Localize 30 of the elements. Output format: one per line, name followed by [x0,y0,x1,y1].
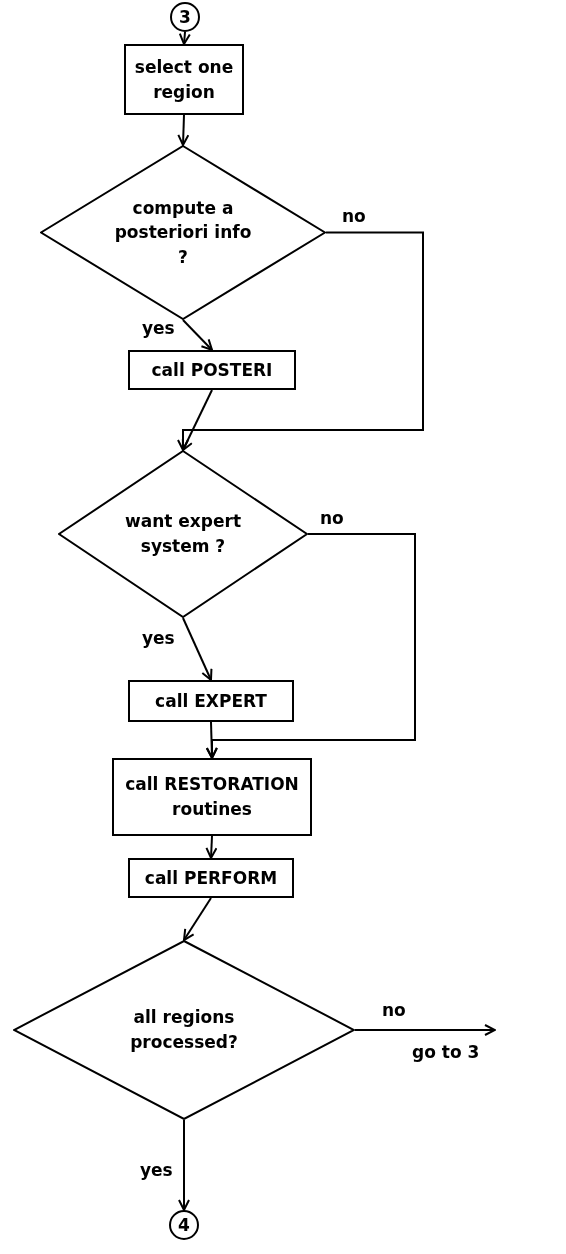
arrow [181,389,213,451]
decision-diamond [40,145,326,320]
process-box [112,758,312,836]
decision-diamond [13,940,355,1120]
node-text: all regions processed? [129,1006,239,1054]
process-box [128,858,294,898]
process-box [124,44,244,115]
arrow [205,721,218,759]
node-text: call POSTERI [151,358,273,382]
arrow [183,897,212,941]
arrow [354,1024,496,1036]
note-text: go to 3 [412,1042,480,1064]
node-text: compute a posteriori info ? [113,196,253,269]
arrow [178,31,191,45]
connector-number: 4 [178,1213,190,1237]
node-text: call EXPERT [155,689,267,713]
arrow [205,835,218,859]
arrow [177,231,424,451]
connector-number: 3 [179,5,191,29]
node-text: select one region [133,55,235,104]
arrow [182,617,213,681]
process-box [128,680,294,722]
arrow [177,114,190,146]
process-box [128,350,296,390]
arrow [178,1119,190,1211]
node-text: call PERFORM [144,866,278,890]
node-text: want expert system ? [124,510,242,558]
node-text: call RESTORATION routines [124,773,300,821]
decision-diamond [58,450,308,618]
arrow [182,319,213,351]
